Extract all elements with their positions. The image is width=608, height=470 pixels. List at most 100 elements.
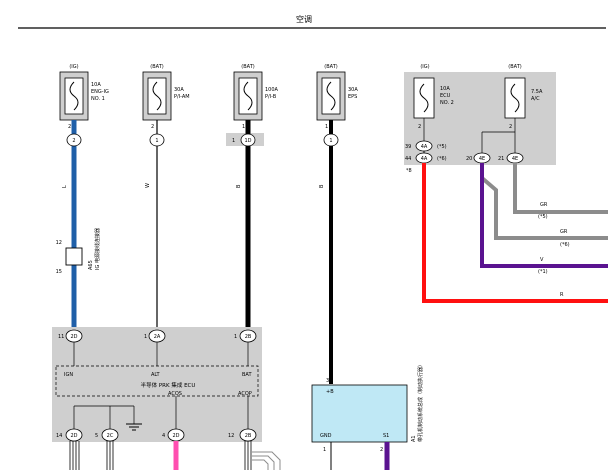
splice-pin-top: 12: [56, 240, 62, 246]
connector-sub: (*5): [437, 144, 447, 150]
module-box: [311, 384, 408, 443]
ecu-pin: 1: [234, 334, 237, 340]
fuse-extra: NO. 1: [91, 96, 105, 102]
connector-id: 1D: [244, 138, 251, 144]
ecu-acos-label: ACOS: [168, 391, 182, 397]
ecu-pin: 5: [95, 433, 98, 439]
ecu-conn-id: 2D: [172, 433, 179, 439]
connector-id: 4E: [512, 156, 518, 162]
wire-red: [422, 163, 608, 303]
fuse-eng-ig-no1: (IG) 10A ENG-IG NO. 1 2: [59, 64, 109, 130]
fuse-source-label: (BAT): [241, 64, 254, 70]
connector-circle: [66, 133, 82, 147]
fuse-rating: 100A: [265, 87, 279, 93]
wire-color-label: R: [560, 292, 564, 298]
wire-color-label: GR: [540, 202, 548, 208]
fuse-name: ECU: [440, 93, 451, 99]
fuse-pin: 2: [509, 124, 512, 130]
splice-name: IG 电源接线连接器: [94, 228, 101, 270]
splice-connector-a65: 12 15 A65 IG 电源接线连接器: [56, 228, 101, 275]
fuse-icon: [152, 81, 162, 111]
connector-pin: 39: [405, 144, 411, 150]
ecu-output-wires: [69, 441, 281, 470]
fuse-rating: 10A: [91, 82, 101, 88]
star-note: *8: [406, 168, 412, 174]
ecu-alt-label: ALT: [151, 372, 161, 378]
fuse-pin: 2: [418, 124, 421, 130]
connector-pin: 44: [405, 156, 411, 162]
connector-circle: [240, 133, 256, 147]
connector-sub: (*6): [437, 156, 447, 162]
ecu-block: IGN ALT BAT 半导体 PRK 集成 ECU ACOS ACOP 2D …: [52, 327, 262, 442]
fuse-name: ENG-IG: [91, 89, 109, 95]
ecu-pin: 11: [58, 334, 64, 340]
fuse-pin: 1: [325, 124, 328, 130]
fuse-icon: [510, 83, 520, 113]
connector-id: 4A: [421, 156, 428, 162]
fuse-name: EPS: [348, 94, 357, 100]
connector-circle: [415, 140, 433, 152]
ecu-connector: [65, 428, 83, 442]
fuse-pin: 2: [151, 124, 154, 130]
wire-color-label: V: [540, 257, 544, 263]
fuse-p-i-am: (BAT) 30A P/I-AM 2: [142, 64, 190, 130]
fuse-source-label: (IG): [420, 64, 429, 70]
connector-id: 4E: [479, 156, 485, 162]
fuse-source-label: (BAT): [324, 64, 337, 70]
module-pin-gnd: 1: [323, 447, 326, 453]
wire-gray-1: [513, 163, 608, 214]
fuse-pin: 2: [68, 124, 71, 130]
page-title: 空调: [296, 14, 312, 24]
fuse-rating: 30A: [348, 87, 358, 93]
ecu-conn-id: 2C: [107, 433, 114, 439]
fuse-block-right: (IG) 10A ECU NO. 2 2 (BAT) 7.5A A/C 2 4A…: [404, 64, 556, 165]
wire-sub-label: (*1): [538, 269, 548, 275]
module-name: 带孔机制动系统总成（制动执行器）: [417, 362, 424, 442]
connector-pin: 20: [466, 156, 472, 162]
wire-sub-label: (*6): [560, 242, 570, 248]
fuse-name: P/I-AM: [174, 94, 190, 100]
splice-box: [65, 247, 83, 266]
connector-circle: [149, 133, 165, 147]
ecu-pin: 12: [228, 433, 234, 439]
fuse-source-label: (BAT): [508, 64, 521, 70]
module-id: A1: [411, 435, 417, 442]
fuse-rating: 30A: [174, 87, 184, 93]
ecu-pin: 14: [56, 433, 62, 439]
ecu-conn-id: 2B: [245, 334, 252, 340]
ecu-bat-label: BAT: [242, 372, 252, 378]
ecu-conn-id: 2D: [70, 334, 77, 340]
fuse-icon: [419, 83, 429, 113]
wire-color-label: B: [319, 184, 325, 188]
ecu-ign-label: IGN: [64, 372, 73, 378]
fuse-name: A/C: [531, 96, 540, 102]
wire-purple: [480, 163, 608, 268]
connector-id: 1: [155, 138, 158, 144]
fuse-name: P/I-B: [265, 94, 277, 100]
connector-id: 4A: [421, 144, 428, 150]
module-a1: 3 +B GND S1 1 2 A1 带孔机制动系统总成（制动执行器）: [311, 362, 424, 453]
fuse-connectors: 2 1 1D 1: [66, 133, 339, 147]
ecu-name: 半导体 PRK 集成 ECU: [141, 381, 196, 389]
fuse-icon: [243, 81, 253, 111]
wire-color-label: GR: [560, 229, 568, 235]
fuse-rating: 10A: [440, 86, 450, 92]
splice-id: A65: [88, 260, 94, 270]
ecu-pin: 1: [144, 334, 147, 340]
ecu-conn-id: 2B: [245, 433, 252, 439]
wire-color-label: L: [62, 185, 68, 188]
ecu-acop-label: ACOP: [238, 391, 252, 397]
fuse-icon: [326, 81, 336, 111]
splice-pin-bottom: 15: [56, 269, 62, 275]
wire-gray-2: [480, 163, 608, 240]
fuse-eps: (BAT) 30A EPS 1: [316, 64, 358, 130]
fuse-pin: 1: [242, 124, 245, 130]
ecu-conn-id: 2A: [154, 334, 161, 340]
module-s1: S1: [383, 433, 389, 439]
connector-pin: 21: [498, 156, 504, 162]
ecu-pin: 4: [162, 433, 165, 439]
module-pin-s1: 2: [380, 447, 383, 453]
fuse-extra: NO. 2: [440, 100, 454, 106]
